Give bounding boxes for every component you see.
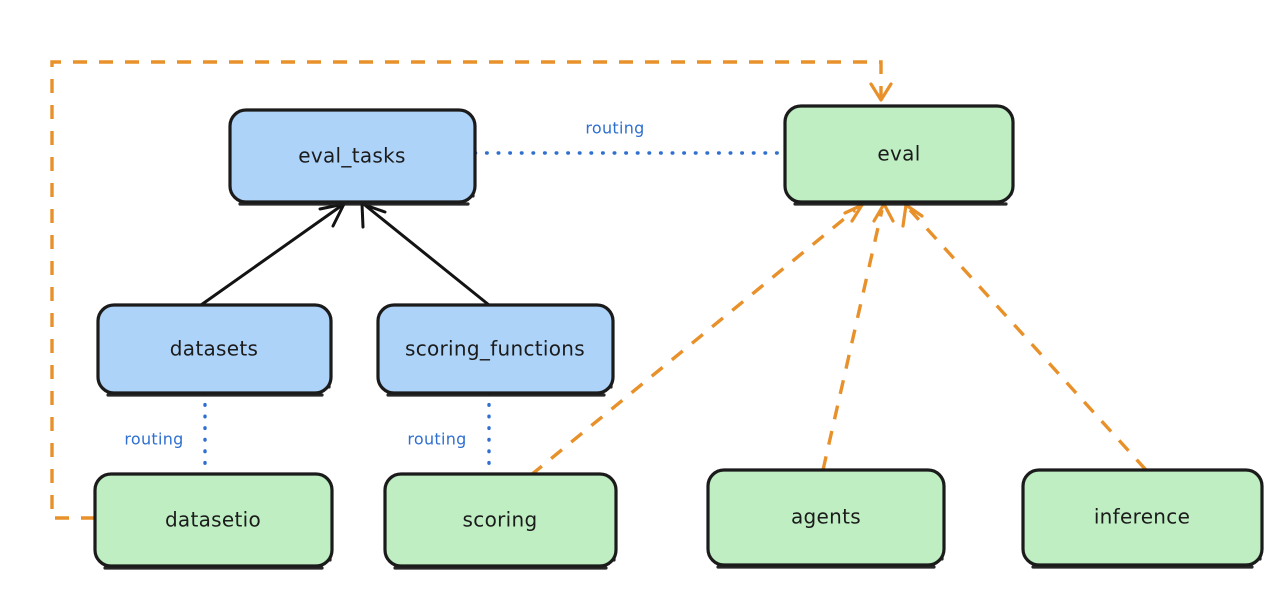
node-eval[interactable]: eval [783,104,1015,206]
node-datasetio[interactable]: datasetio [93,472,334,570]
node-label-datasetio: datasetio [165,508,261,532]
edge-datasetio-eval [50,60,893,520]
edge-label-routing-datasetio: routing [124,430,183,449]
node-label-scoring: scoring [463,508,538,532]
node-label-eval: eval [877,142,920,166]
node-datasets[interactable]: datasets [96,303,333,397]
edge-label-routing-scoring: routing [407,430,466,449]
node-label-scoring-functions: scoring_functions [405,337,585,361]
node-inference[interactable]: inference [1021,468,1264,569]
node-agents[interactable]: agents [706,468,946,569]
edge-label-routing-eval: routing [585,119,644,138]
node-label-inference: inference [1094,505,1190,529]
node-label-agents: agents [791,505,861,529]
node-scoring-functions[interactable]: scoring_functions [376,303,615,397]
node-scoring[interactable]: scoring [383,472,618,570]
node-label-eval-tasks: eval_tasks [298,144,405,168]
node-eval-tasks[interactable]: eval_tasks [228,108,477,206]
node-label-datasets: datasets [170,337,258,361]
